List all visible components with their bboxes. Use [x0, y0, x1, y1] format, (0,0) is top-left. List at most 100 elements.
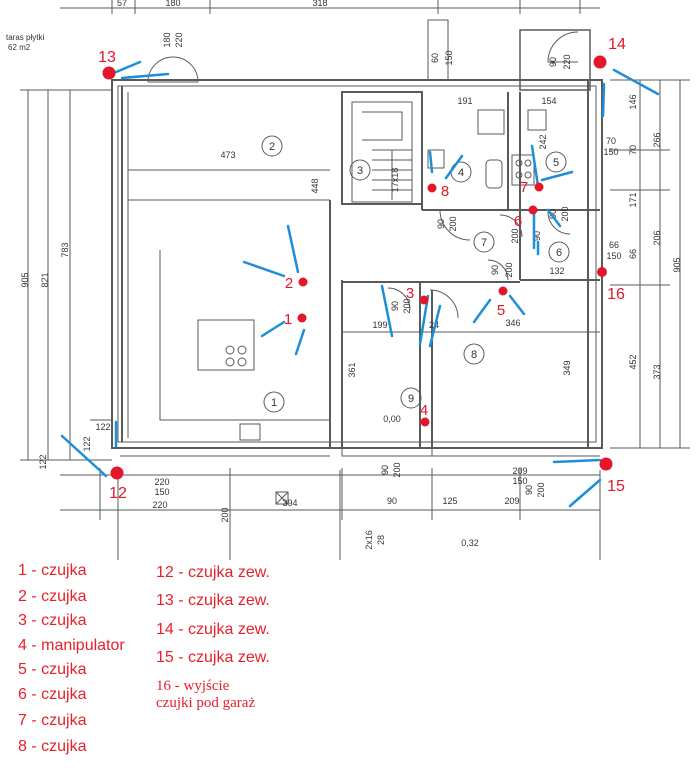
detector-15 — [599, 457, 613, 471]
dim-146: 146 — [628, 94, 638, 109]
dim-70-b: 70 — [628, 145, 638, 155]
dim-191: 191 — [457, 96, 472, 106]
dim-door-b-200: 200 — [504, 262, 514, 277]
marker-label-16: 16 — [607, 286, 625, 303]
dim-150-d: 150 — [512, 476, 527, 486]
room-number-6: 6 — [556, 247, 562, 259]
legend-item-2: 2 - czujka — [18, 588, 87, 605]
terrace-area: 62 m2 — [8, 43, 31, 52]
dim-122-a: 122 — [95, 422, 110, 432]
dim-905-left: 905 — [20, 272, 30, 287]
keypad-4 — [420, 417, 430, 427]
legend-item-3: 3 - czujka — [18, 612, 87, 629]
marker-label-12: 12 — [109, 485, 127, 502]
floor-plan: 1 2 3 4 5 6 7 8 9 taras płytki 62 m2 57 … — [6, 0, 690, 560]
dim-door-c-200: 200 — [402, 298, 412, 313]
dim-0-00: 0,00 — [383, 414, 401, 424]
dim-905-right: 905 — [672, 257, 682, 272]
detector-2 — [298, 277, 308, 287]
room-number-5: 5 — [553, 157, 559, 169]
marker-label-5: 5 — [497, 302, 505, 319]
legend-item-6: 6 - czujka — [18, 686, 87, 703]
detector-7 — [534, 182, 544, 192]
dim-220-door: 220 — [174, 32, 184, 47]
dim-70-a: 70 — [606, 136, 616, 146]
dim-150-b: 150 — [603, 147, 618, 157]
marker-label-1: 1 — [284, 311, 292, 328]
detector-8 — [427, 183, 437, 193]
marker-label-8: 8 — [441, 183, 449, 200]
dim-125: 125 — [442, 496, 457, 506]
legend-item-5: 5 - czujka — [18, 661, 87, 678]
dim-132: 132 — [549, 266, 564, 276]
dim-346: 346 — [505, 318, 520, 328]
room-number-3: 3 — [357, 165, 363, 177]
dim-66-a: 66 — [609, 240, 619, 250]
room-number-8: 8 — [471, 349, 477, 361]
legend-item-7: 7 - czujka — [18, 712, 87, 729]
dim-318: 318 — [312, 0, 327, 8]
dim-452: 452 — [628, 354, 638, 369]
dim-361: 361 — [347, 362, 357, 377]
legend-item-8: 8 - czujka — [18, 738, 87, 755]
dim-28: 28 — [376, 535, 386, 545]
marker-label-7: 7 — [520, 179, 528, 196]
dim-90-bottom: 90 — [387, 496, 397, 506]
dim-220-150: 220 — [154, 477, 169, 487]
dim-150-top: 150 — [444, 50, 454, 65]
marker-label-15: 15 — [607, 478, 625, 495]
dim-door-d-200: 200 — [392, 462, 402, 477]
dim-57: 57 — [117, 0, 127, 8]
dim-door-d-90: 90 — [380, 465, 390, 475]
dim-206: 206 — [652, 230, 662, 245]
dim-door-e-200: 200 — [560, 206, 570, 221]
dim-door-g-90: 90 — [524, 485, 534, 495]
dim-180-door: 180 — [162, 32, 172, 47]
marker-label-6: 6 — [514, 213, 522, 230]
dim-66-b: 66 — [628, 249, 638, 259]
room-number-4: 4 — [458, 167, 464, 179]
dim-783: 783 — [60, 242, 70, 257]
dim-242: 242 — [538, 134, 548, 149]
marker-label-13: 13 — [98, 49, 116, 66]
terrace-label: taras płytki — [6, 33, 44, 42]
dim-150-c: 150 — [606, 251, 621, 261]
legend-item-13: 13 - czujka zew. — [156, 592, 270, 609]
dim-2x16: 2x16 — [364, 530, 374, 550]
dim-266: 266 — [652, 132, 662, 147]
dim-473: 473 — [220, 150, 235, 160]
room-number-2: 2 — [269, 141, 275, 153]
dim-220-top: 220 — [562, 54, 572, 69]
dim-154: 154 — [541, 96, 556, 106]
dim-122-c: 122 — [82, 436, 92, 451]
dim-90-top: 90 — [548, 57, 558, 67]
dim-door-a-90: 90 — [436, 219, 446, 229]
dim-394: 394 — [282, 498, 297, 508]
dim-821: 821 — [40, 272, 50, 287]
detector-16 — [597, 267, 607, 277]
dim-220-bottom: 220 — [152, 500, 167, 510]
dim-373: 373 — [652, 364, 662, 379]
dim-door-e-90: 90 — [548, 209, 558, 219]
marker-label-14: 14 — [608, 36, 626, 53]
room-number-1: 1 — [271, 397, 277, 409]
dim-209-bottom: 209 — [504, 496, 519, 506]
dim-209-a: 209 — [512, 466, 527, 476]
marker-label-2: 2 — [285, 275, 293, 292]
detector-3 — [419, 295, 429, 305]
marker-label-4: 4 — [420, 402, 428, 419]
legend-item-12: 12 - czujka zew. — [156, 564, 270, 581]
legend-item-1: 1 - czujka — [18, 562, 87, 579]
room-number-7: 7 — [481, 237, 487, 249]
legend-item-4: 4 - manipulator — [18, 637, 125, 654]
dim-180-top: 180 — [165, 0, 180, 8]
legend-item-16: 16 - wyjście czujki pod garaż — [156, 678, 256, 711]
dim-0-32: 0,32 — [461, 538, 479, 548]
legend-item-14: 14 - czujka zew. — [156, 621, 270, 638]
legend-item-15: 15 - czujka zew. — [156, 649, 270, 666]
detector-13 — [102, 66, 116, 80]
detector-6 — [528, 205, 538, 215]
detector-12 — [110, 466, 124, 480]
dim-150-e: 150 — [154, 487, 169, 497]
detector-1 — [297, 313, 307, 323]
